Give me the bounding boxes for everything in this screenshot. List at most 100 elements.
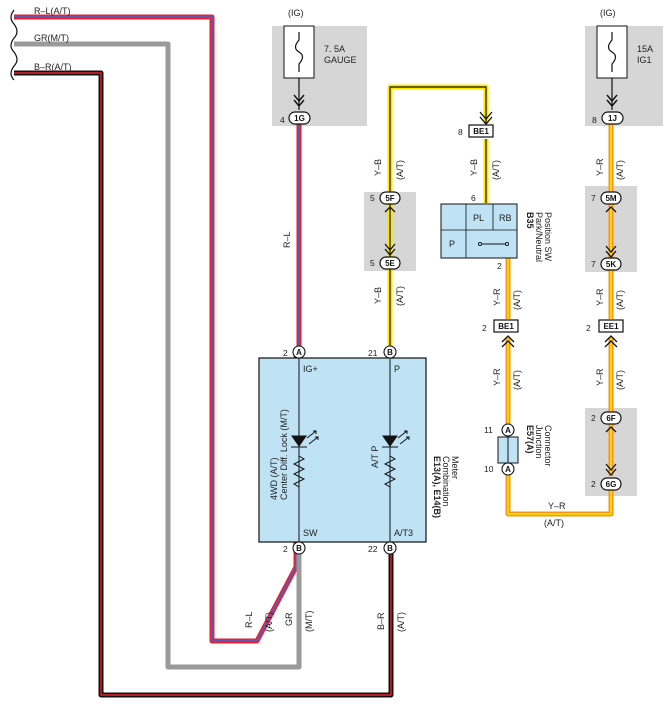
wire-label-at-11: (A/T) xyxy=(396,612,406,632)
park-sw-p: P xyxy=(449,239,455,249)
wire-label-yr-1: Y–R xyxy=(492,288,502,306)
ig1-fuse-ig: (IG) xyxy=(600,8,616,18)
wire-label-at-1: (A/T) xyxy=(395,160,405,180)
wire-yb xyxy=(387,84,489,351)
meter-pin-a2: 2 xyxy=(283,348,288,358)
junction-name2: Connector xyxy=(543,425,553,467)
park-sw-name2: Position SW xyxy=(543,212,553,262)
meter-led-icon-at-p xyxy=(382,430,410,488)
c6f-pin: 2 xyxy=(591,413,596,423)
c6g-connector xyxy=(600,477,622,491)
ee1-conn-label: EE1 xyxy=(603,322,619,331)
wire-br xyxy=(14,70,394,698)
c6g-conn-label: 6G xyxy=(606,480,617,489)
wire-label-rl-2: R–L xyxy=(244,611,254,628)
meter-ig-plus: IG+ xyxy=(303,364,318,374)
wire-label-yb-1: Y–B xyxy=(373,159,383,176)
junction-pin-a-top xyxy=(501,423,515,437)
meter-name1: Combination xyxy=(441,456,451,507)
wire-label-yr-5: Y–R xyxy=(595,368,605,386)
wire-label-at-10: (A/T) xyxy=(264,612,274,632)
wire-label-yr-2: Y–R xyxy=(492,368,502,386)
wire-label-at-7: (A/T) xyxy=(615,290,625,310)
gauge-fuse-name: GAUGE xyxy=(324,55,357,65)
c5e-conn-label: 5E xyxy=(385,259,395,268)
junction-pin-a-bot xyxy=(501,462,515,476)
input-label-br: B–R(A/T) xyxy=(34,62,72,72)
c5m-pin: 7 xyxy=(591,193,596,203)
ee1-connector xyxy=(598,319,624,333)
ig1-fuse-conn-label: 1J xyxy=(608,114,617,123)
be1-bot-conn-label: BE1 xyxy=(498,322,514,331)
meter-conn-b-bot-left-label: B xyxy=(296,544,302,553)
wire-label-yr-4: Y–R xyxy=(595,288,605,306)
wire-label-br: B–R xyxy=(376,612,386,630)
c6f-conn-label: 6F xyxy=(606,414,615,423)
c6f-connector xyxy=(600,411,622,425)
meter-conn-a xyxy=(292,345,306,359)
junction-a-top-label: A xyxy=(505,426,511,435)
meter-p: P xyxy=(394,364,400,374)
junction-code: E57(A) xyxy=(525,425,535,454)
wire-label-at-9: (A/T) xyxy=(544,518,564,528)
meter-name2: Meter xyxy=(450,456,460,479)
park-sw-code: B35 xyxy=(525,212,535,229)
be1-top-pin: 8 xyxy=(458,127,463,137)
meter-led-icon-4wd xyxy=(291,430,319,488)
meter-box xyxy=(258,357,427,543)
input-label-gr: GR(M/T) xyxy=(34,33,69,43)
wire-label-at-8: (A/T) xyxy=(615,370,625,390)
gauge-fuse-conn-label: 1G xyxy=(294,114,305,123)
meter-code: E13(A), E14(B) xyxy=(432,456,442,518)
c5f-conn-label: 5F xyxy=(385,194,394,203)
gauge-fuse-pin: 4 xyxy=(280,115,285,125)
ig1-fuse-pin: 8 xyxy=(592,115,597,125)
be1-bot-pin: 2 xyxy=(482,323,487,333)
park-sw-pin-top: 6 xyxy=(471,193,476,203)
c5f-connector xyxy=(379,191,401,205)
ig1-fuse-icon xyxy=(607,32,617,72)
meter-ind1-a: 4WD (A/T) xyxy=(269,458,279,501)
junction-pin-bot: 10 xyxy=(484,464,494,474)
park-sw-pin-bot: 2 xyxy=(497,261,502,271)
park-sw-rb: RB xyxy=(499,213,512,223)
meter-conn-a-label: A xyxy=(296,348,302,357)
c5m-connector xyxy=(600,191,622,205)
gauge-fuse-icon xyxy=(294,32,304,72)
meter-conn-b-bot-right xyxy=(383,541,397,555)
park-sw-name1: Park/Neutral xyxy=(534,212,544,262)
park-sw-contact-icon xyxy=(477,241,510,247)
gauge-fuse-rating: 7. 5A xyxy=(324,44,345,54)
c5f-pin: 5 xyxy=(370,193,375,203)
meter-ind2: A/T P xyxy=(370,446,380,468)
wire-label-at-2: (A/T) xyxy=(395,286,405,306)
wire-break-mark xyxy=(10,9,18,81)
junction-pin-top: 11 xyxy=(484,425,493,435)
meter-conn-b-bot-left xyxy=(292,541,306,555)
gauge-fuse-ig: (IG) xyxy=(288,8,304,18)
wire-label-gr: GR xyxy=(284,612,294,626)
meter-at3: A/T3 xyxy=(394,528,413,538)
c5k-conn-label: 5K xyxy=(606,260,616,269)
wire-label-at-5: (A/T) xyxy=(512,370,522,390)
meter-conn-b-top xyxy=(383,345,397,359)
wire-label-yr-3: Y–R xyxy=(595,158,605,176)
park-sw-box xyxy=(440,203,518,259)
ee1-pin: 2 xyxy=(586,323,591,333)
c6g-pin: 2 xyxy=(591,479,596,489)
meter-pin-b2: 2 xyxy=(283,544,288,554)
c5m-conn-label: 5M xyxy=(605,194,616,203)
meter-conn-b-bot-right-label: B xyxy=(387,544,393,553)
c5e-pin: 5 xyxy=(370,258,375,268)
park-sw-pl: PL xyxy=(473,213,484,223)
ig1-fuse-name: IG1 xyxy=(637,55,652,65)
junction-name1: Junction xyxy=(534,425,544,459)
ig1-fuse-rating: 15A xyxy=(637,44,653,54)
wire-gr xyxy=(14,41,302,670)
junction-a-bot-label: A xyxy=(505,465,511,474)
input-label-rl: R–L(A/T) xyxy=(34,6,71,16)
ig1-fuse-connector xyxy=(601,111,624,125)
meter-pin-b22: 22 xyxy=(368,544,378,554)
meter-sw: SW xyxy=(303,528,318,538)
